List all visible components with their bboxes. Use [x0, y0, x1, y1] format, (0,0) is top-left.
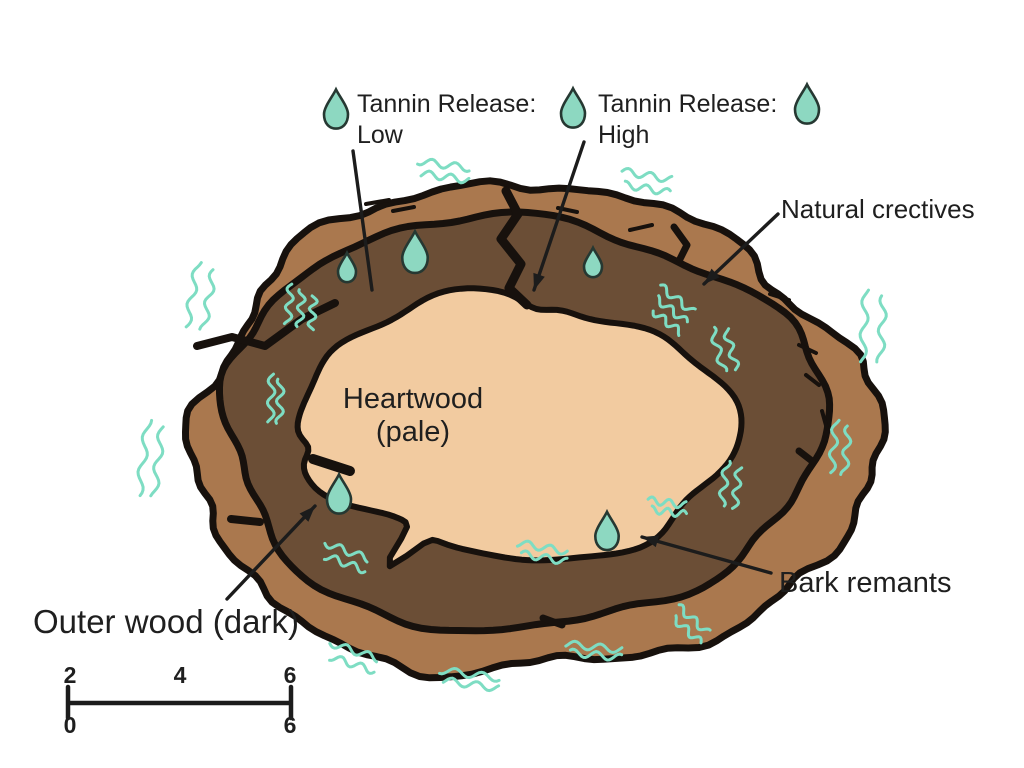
- aroma-wave-icon: [717, 459, 732, 508]
- aroma-wave-icon: [519, 549, 569, 565]
- label-heartwood: Heartwood (pale): [329, 383, 497, 449]
- aroma-wave-icon: [650, 504, 688, 519]
- tannin-low-line2: Low: [357, 121, 403, 149]
- leader-arrow-tannin-high: [532, 140, 586, 292]
- aroma-wave-icon: [731, 466, 744, 510]
- bark-texture-dash: [804, 373, 821, 387]
- aroma-wave-icon: [282, 282, 295, 326]
- crack-line: [227, 515, 264, 526]
- aroma-wave-icon: [839, 424, 853, 476]
- crack-line: [308, 454, 355, 476]
- tannin-high-line2: High: [598, 121, 650, 149]
- label-outer-wood-dark: Outer wood (dark): [33, 603, 299, 640]
- label-natural-crectives: Natural crectives: [781, 194, 975, 224]
- aroma-wave-icon: [620, 166, 674, 184]
- scale-tick-bottom-0: 0: [63, 712, 77, 738]
- bark-texture-dash: [820, 409, 829, 431]
- bark-texture-dash: [391, 205, 416, 213]
- heartwood-line1: Heartwood: [342, 383, 484, 415]
- scale-tick-bottom-6: 6: [283, 712, 297, 738]
- tannin-droplet-icon: [594, 508, 620, 552]
- crack-line: [496, 186, 532, 310]
- leader-arrow-bark-remnants: [640, 535, 773, 575]
- aroma-wave-icon: [710, 325, 729, 373]
- tannin-droplet-icon: [325, 471, 353, 515]
- aroma-wave-icon: [323, 541, 369, 564]
- aroma-wave-icon: [875, 294, 888, 364]
- aroma-wave-icon: [441, 676, 501, 693]
- heartwood-line2: (pale): [375, 416, 451, 448]
- label-tannin-release-high: Tannin Release: High: [598, 89, 777, 151]
- bark-texture-dash: [364, 198, 391, 206]
- crack-line: [795, 447, 816, 465]
- tannin-droplet-icon: [400, 228, 430, 275]
- aroma-wave-icon: [677, 603, 712, 632]
- aroma-wave-icon: [328, 642, 378, 664]
- tannin-droplet-icon: [322, 86, 350, 130]
- aroma-wave-icon: [568, 647, 624, 662]
- aroma-wave-icon: [306, 294, 319, 332]
- aroma-wave-icon: [136, 418, 154, 498]
- aroma-wave-icon: [674, 614, 703, 645]
- label-bark-remnants: Bark remants: [779, 567, 952, 599]
- aroma-wave-icon: [827, 418, 841, 475]
- aroma-wave-icon: [646, 495, 688, 510]
- aroma-wave-icon: [198, 268, 216, 331]
- bark-texture-dash: [768, 292, 791, 302]
- aroma-wave-icon: [564, 639, 624, 655]
- tannin-droplet-icon: [336, 249, 358, 284]
- aroma-wave-icon: [623, 179, 672, 196]
- leader-arrow-natural-crectives-head: [704, 268, 720, 284]
- leader-arrow-outer-wood-head: [299, 506, 315, 522]
- tannin-droplet-icon: [793, 81, 821, 125]
- aroma-wave-icon: [659, 283, 697, 311]
- bark-texture-dash: [350, 210, 368, 219]
- tannin-high-line1: Tannin Release:: [598, 90, 778, 118]
- aroma-wave-icon: [438, 666, 501, 683]
- aroma-wave-icon: [265, 372, 277, 424]
- aroma-wave-icon: [149, 425, 165, 498]
- aroma-wave-icon: [184, 261, 203, 329]
- leader-arrow-outer-wood: [225, 504, 317, 601]
- aroma-wave-icon: [515, 539, 569, 556]
- tannin-droplet-icon: [559, 85, 587, 129]
- crack-line: [539, 614, 566, 629]
- label-tannin-release-low: Tannin Release: Low: [357, 89, 536, 151]
- tannin-low-line1: Tannin Release:: [357, 90, 537, 118]
- aroma-wave-icon: [419, 169, 471, 185]
- aroma-wave-icon: [651, 309, 681, 337]
- scale-tick-top-4: 4: [173, 662, 187, 688]
- aroma-wave-icon: [322, 554, 367, 575]
- scale-tick-top-6: 6: [283, 662, 297, 688]
- bark-texture-dash: [628, 223, 654, 232]
- bark-texture-dash: [797, 343, 818, 355]
- aroma-wave-icon: [657, 294, 689, 324]
- crack-line: [670, 223, 691, 263]
- aroma-wave-icon: [294, 288, 307, 328]
- aroma-wave-icon: [328, 655, 376, 675]
- scale-tick-top-2: 2: [63, 662, 77, 688]
- leader-arrow-bark-remnants-head: [642, 535, 659, 548]
- leader-arrow-natural-crectives: [702, 212, 780, 286]
- heartwood-shape: [294, 285, 745, 570]
- aroma-wave-icon: [416, 157, 471, 174]
- tannin-droplet-icon: [582, 244, 604, 279]
- aroma-wave-icon: [274, 377, 286, 425]
- leader-arrow-tannin-high-head: [533, 272, 545, 290]
- leader-line-tannin-low: [351, 149, 374, 292]
- aroma-wave-icon: [858, 288, 870, 364]
- aroma-wave-icon: [722, 327, 741, 372]
